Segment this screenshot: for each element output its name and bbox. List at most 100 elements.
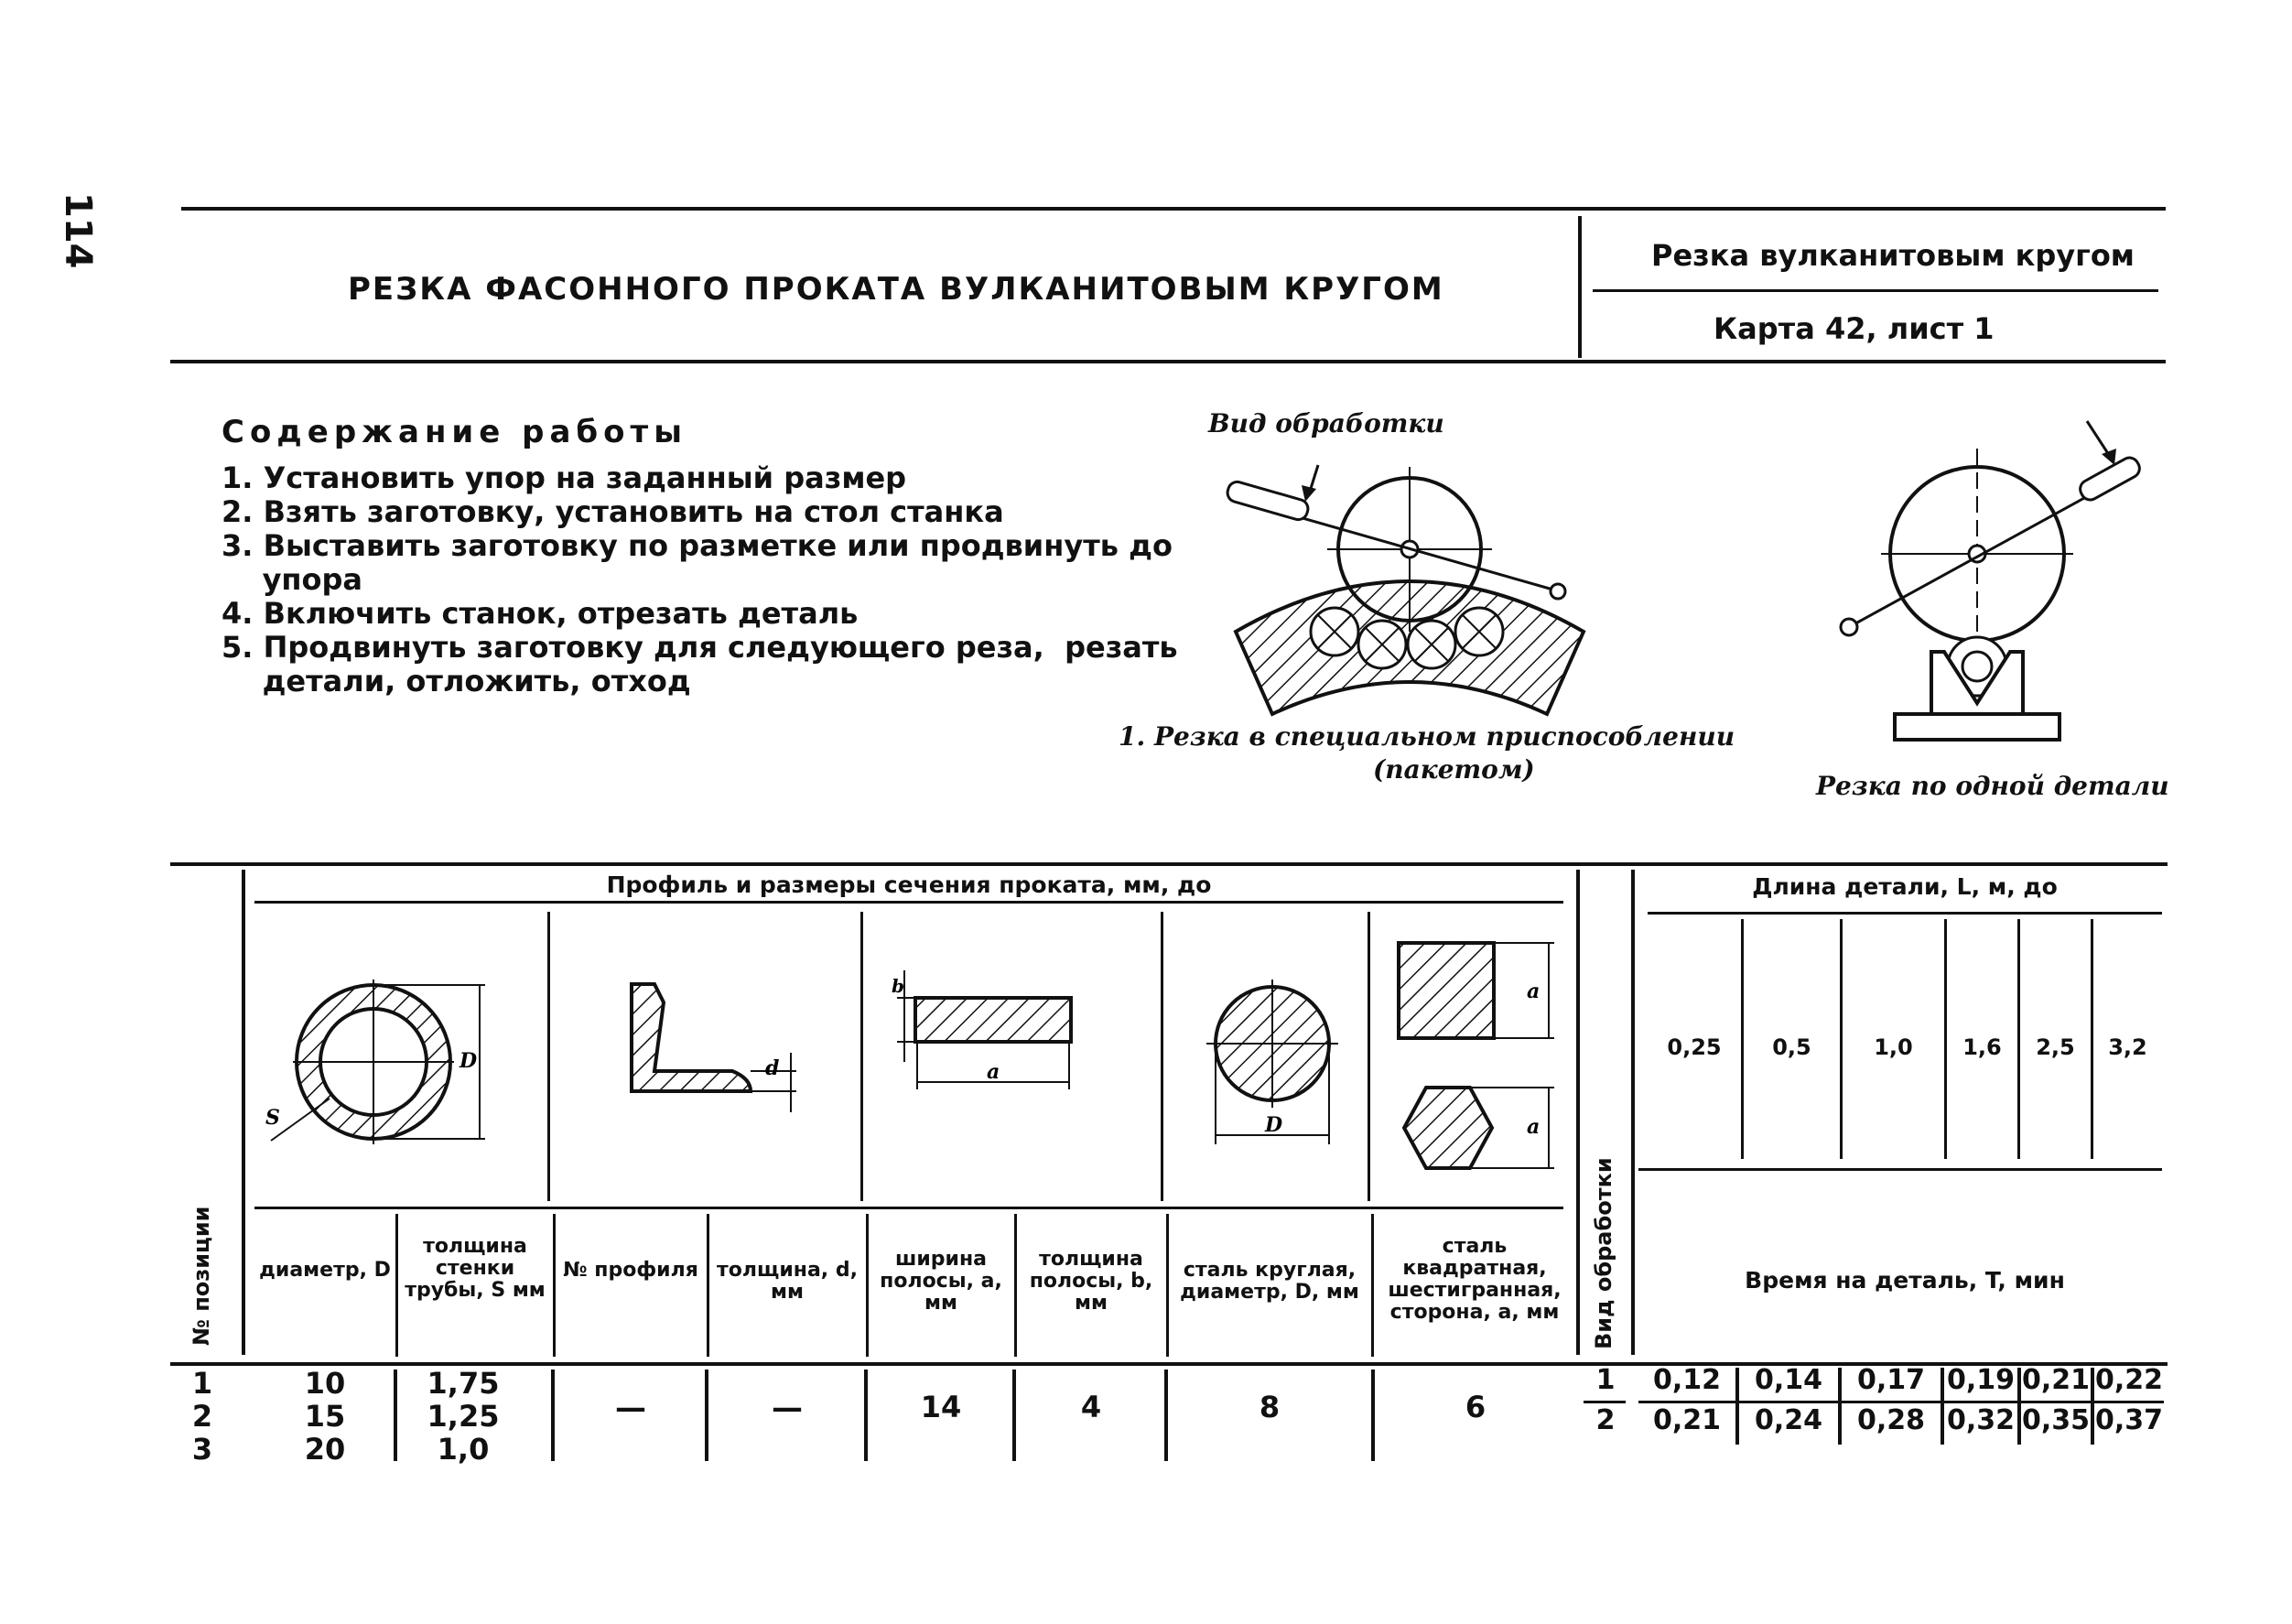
time-value: 0,12 xyxy=(1652,1364,1722,1396)
profile-no-value: — xyxy=(615,1390,646,1426)
header-sep xyxy=(866,1214,869,1357)
wall-thickness-1: 1,75 xyxy=(427,1366,500,1401)
dim-label-a-square: a xyxy=(1527,980,1540,1003)
single-part-cutting-drawing xyxy=(1839,420,2141,742)
header-sep xyxy=(553,1214,556,1357)
fixture-caption-line1: 1. Резка в специальном приспособлении xyxy=(1119,721,1735,752)
operation-name: Резка вулканитовым кругом xyxy=(1651,238,2135,273)
row-sep xyxy=(864,1370,868,1461)
wall-thickness-2: 1,25 xyxy=(427,1399,500,1434)
work-step: 2. Взять заготовку, установить на стол с… xyxy=(222,494,1004,529)
length-header: Длина детали, L, м, до xyxy=(1752,873,2058,900)
profile-header-rule xyxy=(254,901,1563,904)
row-sep xyxy=(1371,1370,1375,1461)
dim-label-a: a xyxy=(987,1060,1000,1084)
work-steps-list: 1. Установить упор на заданный размер 2.… xyxy=(222,460,1178,698)
view-label: Вид обработки xyxy=(1208,408,1444,438)
round-diameter-value: 8 xyxy=(1259,1390,1281,1424)
col-header-strip-width: ширина полосы, a, мм xyxy=(880,1248,1002,1315)
processing-type-2: 2 xyxy=(1595,1404,1616,1436)
length-sep xyxy=(1840,919,1843,1159)
square-hex-profile-icon: a a xyxy=(1397,941,1554,1170)
table-top-rule xyxy=(170,862,2168,866)
header-bottom-rule xyxy=(170,360,2166,363)
position-1: 1 xyxy=(191,1366,213,1401)
time-value: 0,28 xyxy=(1856,1404,1926,1436)
time-col-sep xyxy=(2017,1368,2021,1445)
length-value: 0,25 xyxy=(1667,1034,1722,1060)
length-sep xyxy=(1741,919,1744,1159)
col-header-profile-no: № профиля xyxy=(563,1259,698,1282)
col-rule-type-left xyxy=(1576,870,1580,1355)
work-step: детали, отложить, отход xyxy=(222,664,691,698)
time-col-sep xyxy=(2091,1368,2094,1445)
image-sep xyxy=(547,912,550,1201)
card-number: Карта 42, лист 1 xyxy=(1714,311,1995,346)
col-header-wall-thickness: толщина стенки трубы, S мм xyxy=(405,1235,546,1302)
image-sep xyxy=(1368,912,1370,1201)
time-value: 0,37 xyxy=(2094,1404,2164,1436)
col-rule-type-right xyxy=(1631,870,1635,1355)
round-bar-profile-icon: D xyxy=(1206,980,1338,1144)
header-sep xyxy=(1371,1214,1374,1357)
row-sep xyxy=(1012,1370,1016,1461)
work-step: 4. Включить станок, отрезать деталь xyxy=(222,596,859,631)
time-value: 0,14 xyxy=(1754,1364,1823,1396)
col-header-thickness-d: толщина, d, мм xyxy=(717,1259,858,1304)
dim-label-d: d xyxy=(765,1056,779,1080)
time-col-sep xyxy=(1941,1368,1944,1445)
header-top-rule xyxy=(181,207,2166,211)
time-value: 0,22 xyxy=(2094,1364,2164,1396)
work-step: 1. Установить упор на заданный размер xyxy=(222,460,907,495)
length-sep xyxy=(2017,919,2020,1159)
length-value: 3,2 xyxy=(2108,1034,2147,1060)
angle-profile-icon: d xyxy=(630,982,796,1112)
diameter-1: 10 xyxy=(304,1366,346,1401)
time-row-sep xyxy=(1638,1401,2164,1403)
work-step: 5. Продвинуть заготовку для следующего р… xyxy=(222,630,1178,665)
length-value: 1,0 xyxy=(1874,1034,1913,1060)
profile-images-rule xyxy=(254,1207,1563,1209)
time-value: 0,19 xyxy=(1946,1364,2016,1396)
work-content-title: Содержание работы xyxy=(222,414,687,450)
time-value: 0,35 xyxy=(2021,1404,2091,1436)
work-step: 3. Выставить заготовку по разметке или п… xyxy=(222,528,1173,563)
length-value: 2,5 xyxy=(2036,1034,2075,1060)
square-side-value: 6 xyxy=(1465,1390,1487,1424)
header-sep xyxy=(1014,1214,1017,1357)
dim-label-D-round: D xyxy=(1264,1113,1282,1137)
time-value: 0,17 xyxy=(1856,1364,1926,1396)
dim-label-D: D xyxy=(459,1049,477,1073)
single-part-caption: Резка по одной детали xyxy=(1816,771,2169,801)
time-col-sep xyxy=(1838,1368,1842,1445)
fixture-cutting-drawing xyxy=(1226,464,1586,717)
header-sep xyxy=(707,1214,709,1357)
col-header-round-steel: сталь круглая, диаметр, D, мм xyxy=(1180,1259,1359,1304)
wall-thickness-3: 1,0 xyxy=(437,1432,490,1467)
page-number: 114 xyxy=(57,192,99,269)
strip-thickness-value: 4 xyxy=(1080,1390,1102,1424)
col-header-strip-thickness: толщина полосы, b, мм xyxy=(1029,1248,1153,1315)
dim-label-a-hex: a xyxy=(1527,1115,1540,1139)
table-header-bottom-rule xyxy=(170,1362,2168,1366)
type-row-sep xyxy=(1584,1401,1626,1403)
time-header: Время на деталь, T, мин xyxy=(1745,1267,2065,1294)
strip-width-value: 14 xyxy=(920,1390,962,1424)
time-header-rule xyxy=(1638,1168,2162,1171)
row-sep xyxy=(394,1370,397,1461)
page-title: РЕЗКА ФАСОННОГО ПРОКАТА ВУЛКАНИТОВЫМ КРУ… xyxy=(348,271,1444,308)
time-value: 0,21 xyxy=(2021,1364,2091,1396)
header-divider xyxy=(1578,216,1582,358)
col-header-diameter: диаметр, D xyxy=(259,1259,391,1282)
image-sep xyxy=(1161,912,1163,1201)
time-value: 0,21 xyxy=(1652,1404,1722,1436)
fixture-caption-line2: (пакетом) xyxy=(1373,754,1535,785)
col-rule-pos xyxy=(242,870,245,1355)
header-right-divider xyxy=(1593,289,2158,292)
time-col-sep xyxy=(1735,1368,1739,1445)
processing-type-header: Вид обработки xyxy=(1591,1157,1616,1349)
length-value: 0,5 xyxy=(1772,1034,1811,1060)
header-sep xyxy=(395,1214,398,1357)
row-sep xyxy=(1164,1370,1168,1461)
pipe-profile-icon: D S xyxy=(265,980,485,1144)
